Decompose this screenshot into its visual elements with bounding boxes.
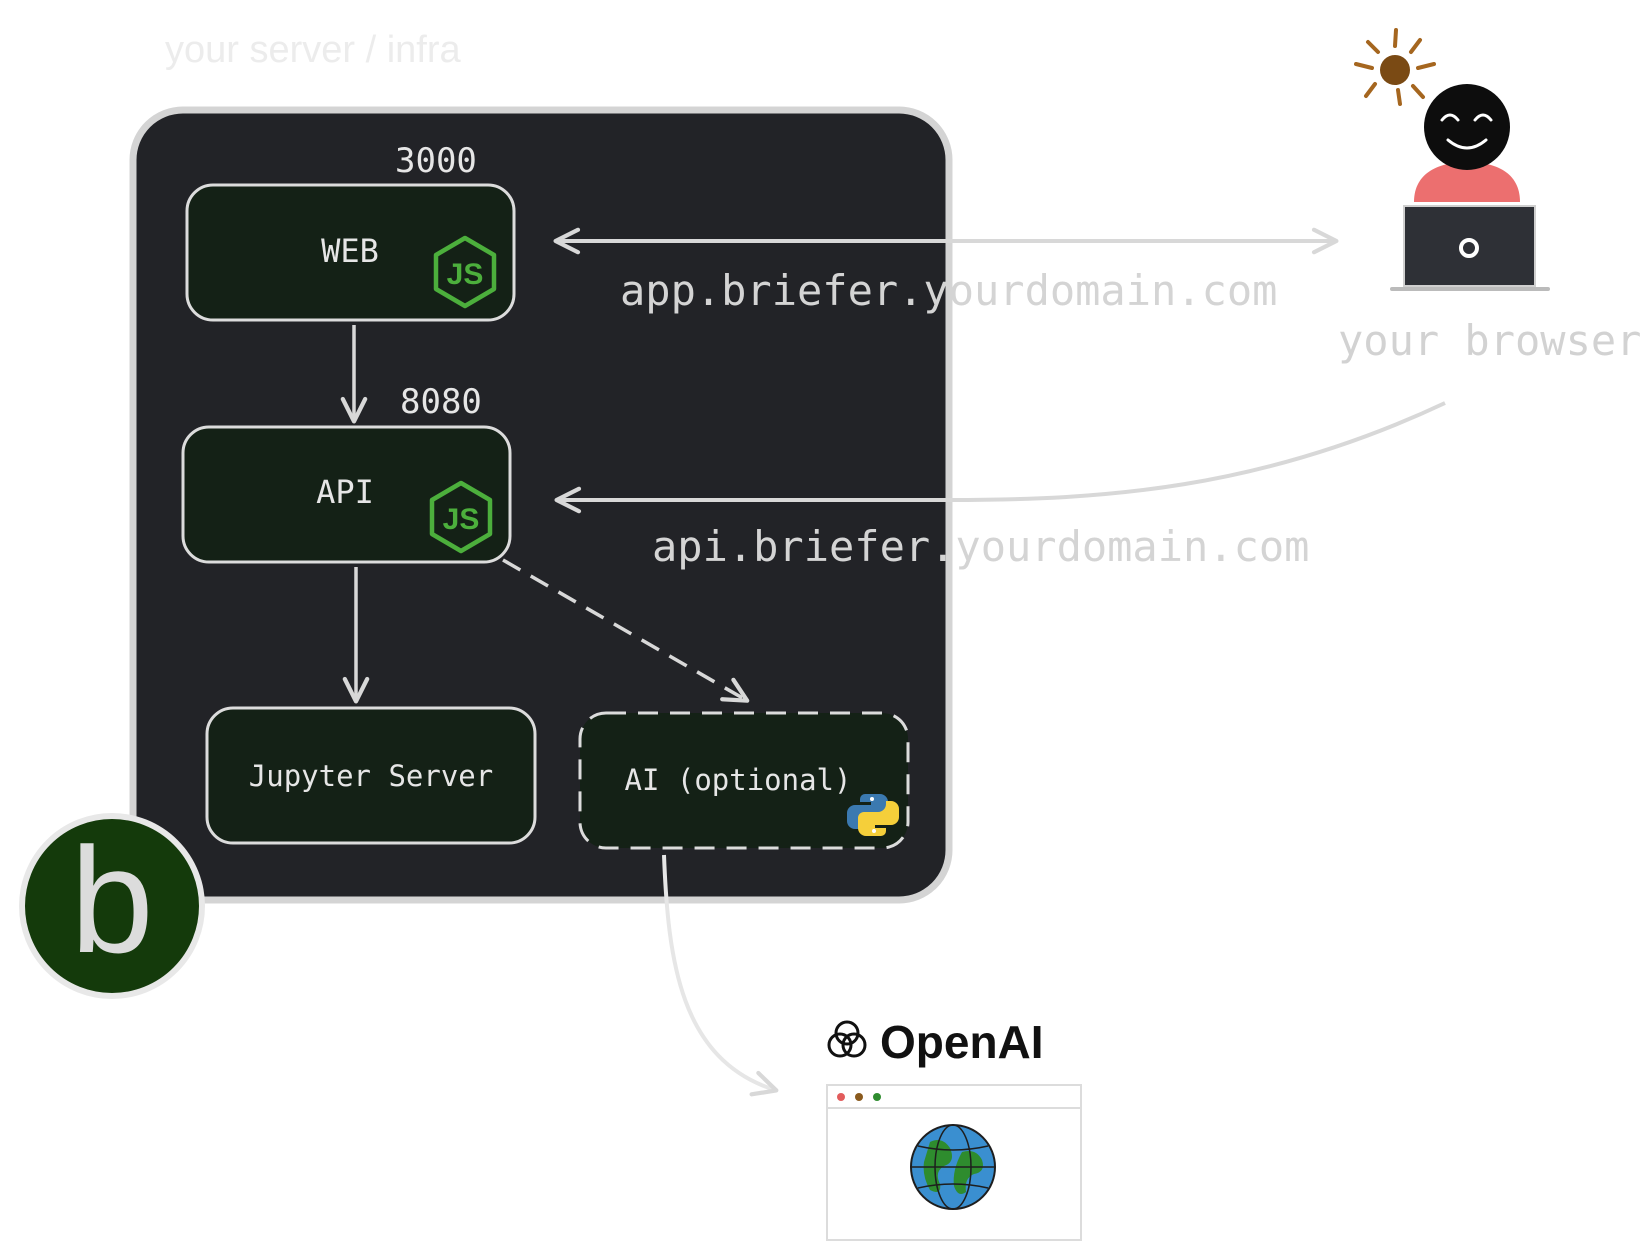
ai-to-openai-arrow — [662, 854, 779, 1097]
ai-node[interactable]: AI (optional) — [578, 711, 910, 850]
jupyter-node[interactable]: Jupyter Server — [205, 706, 537, 845]
openai-icon — [827, 1020, 867, 1058]
web-node[interactable]: WEB JS — [185, 183, 516, 322]
lightbulb-icon — [1354, 28, 1436, 106]
app-domain-label: app.briefer.yourdomain.com — [620, 266, 1277, 315]
logo-letter: b — [70, 816, 153, 984]
web-label: WEB — [321, 232, 379, 270]
browser-label: your browser — [1338, 316, 1641, 365]
globe-icon — [910, 1124, 996, 1210]
svg-text:JS: JS — [443, 503, 480, 536]
python-icon — [847, 794, 899, 836]
openai-label: OpenAI — [880, 1016, 1044, 1068]
api-domain-label: api.briefer.yourdomain.com — [652, 522, 1309, 571]
svg-text:JS: JS — [447, 258, 484, 291]
internet-window — [826, 1084, 1082, 1241]
ai-label: AI (optional) — [625, 763, 852, 797]
api-port: 8080 — [400, 382, 482, 422]
person-icon — [1354, 28, 1550, 291]
browser-api-arrow — [554, 401, 1446, 514]
api-node[interactable]: API JS — [181, 425, 512, 564]
api-label: API — [316, 473, 374, 511]
jupyter-label: Jupyter Server — [249, 759, 493, 793]
api-to-ai-arrow — [502, 558, 750, 703]
web-port: 3000 — [395, 141, 477, 181]
briefer-logo: b — [19, 813, 205, 999]
nodejs-icon: JS — [433, 235, 497, 309]
infra-label: your server / infra — [165, 29, 462, 71]
nodejs-icon: JS — [429, 480, 493, 554]
